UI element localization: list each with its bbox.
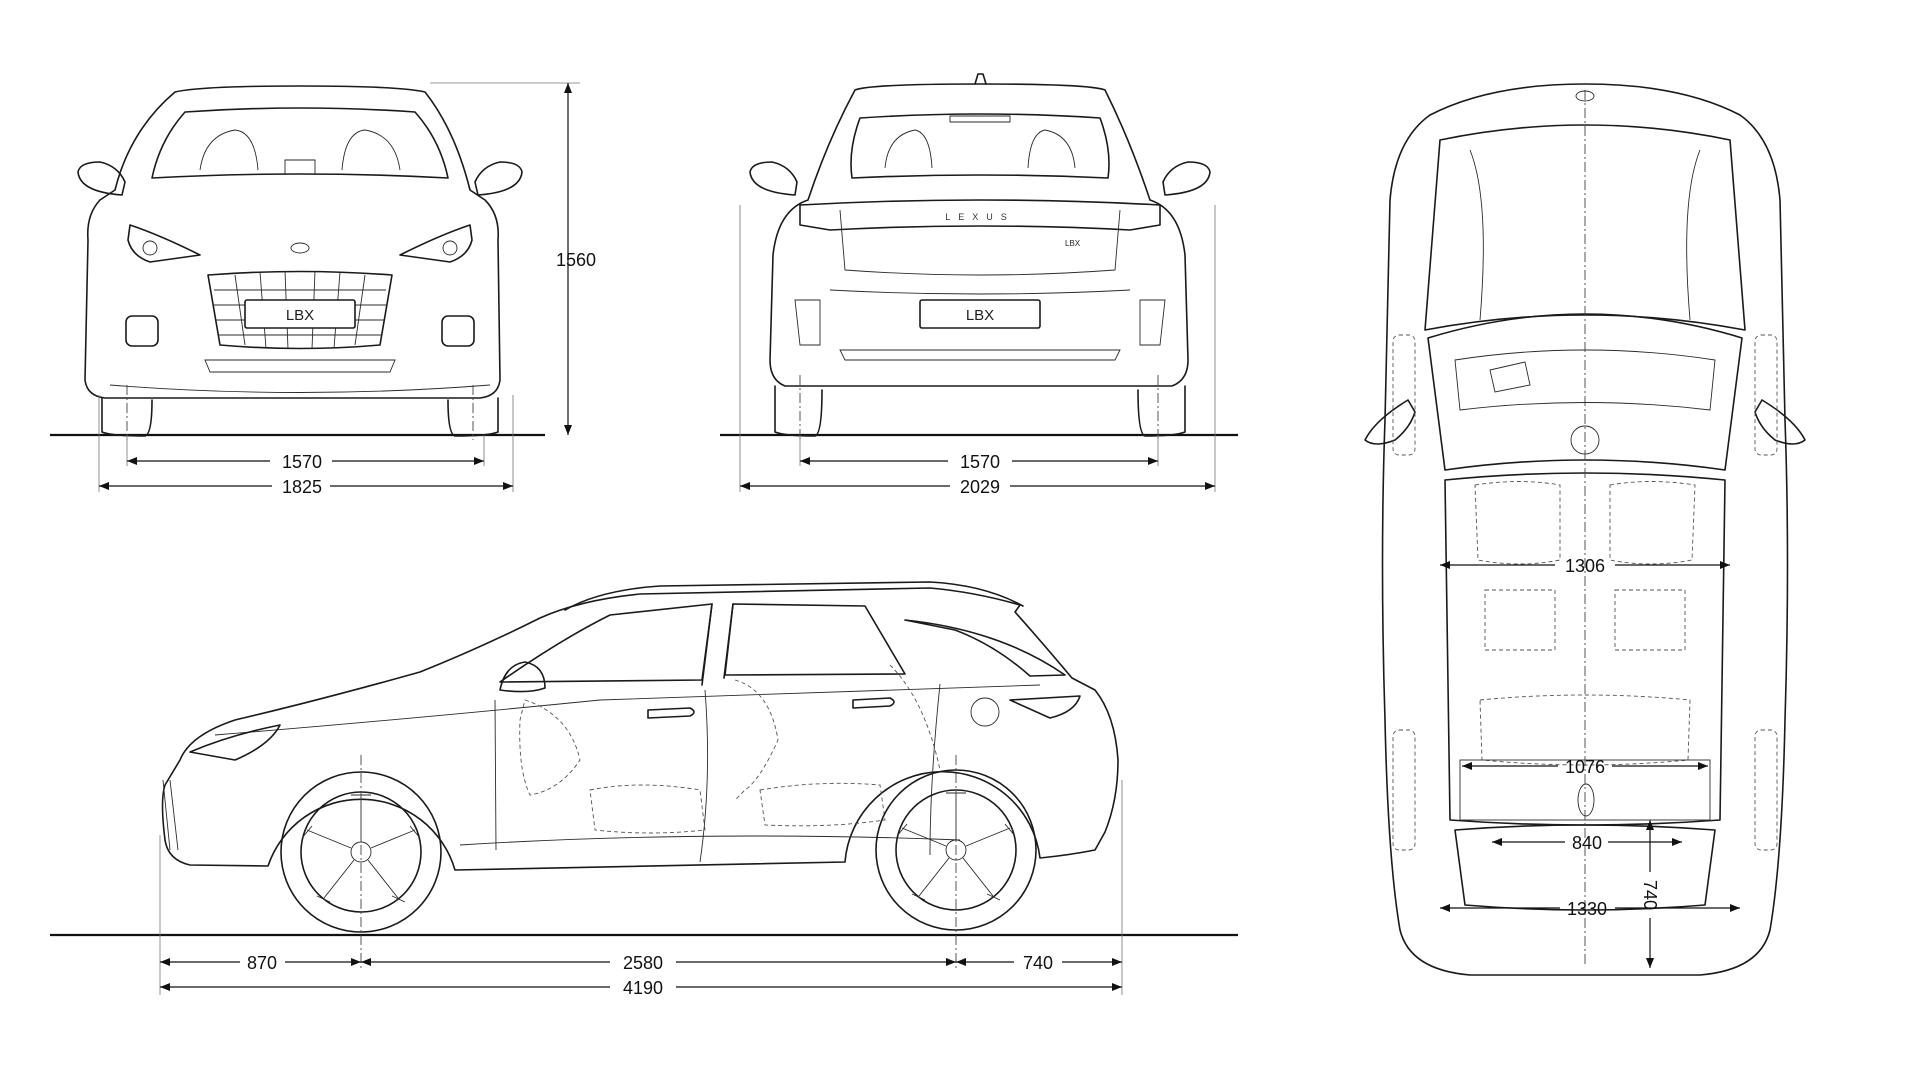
top-front-seat-left bbox=[1474, 481, 1561, 565]
rear-taillights bbox=[799, 199, 1161, 231]
rear-width-dim-top: 1330 bbox=[1567, 899, 1607, 919]
front-grille bbox=[207, 270, 393, 350]
front-track-dim: 1570 bbox=[282, 452, 322, 472]
rear-width-dim: 2029 bbox=[960, 477, 1000, 497]
front-right-mirror bbox=[474, 161, 523, 196]
rear-left-tyre bbox=[774, 385, 823, 437]
top-windshield bbox=[1427, 313, 1743, 471]
side-window-front bbox=[499, 603, 713, 683]
front-left-mirror bbox=[77, 161, 126, 196]
front-right-tyre bbox=[447, 397, 499, 437]
front-height-dim: 1560 bbox=[556, 250, 596, 270]
front-right-headlight bbox=[399, 224, 473, 263]
luggage-width-dim: 840 bbox=[1572, 833, 1602, 853]
top-left-mirror bbox=[1364, 399, 1416, 445]
top-right-mirror bbox=[1754, 399, 1806, 445]
side-window-rear bbox=[724, 603, 906, 676]
rear-plate bbox=[919, 299, 1041, 329]
front-width-dim: 1825 bbox=[282, 477, 322, 497]
side-mirror bbox=[499, 661, 546, 693]
rear-seat-hidden bbox=[734, 679, 779, 801]
rear-brand-text: LEXUS bbox=[945, 212, 1015, 222]
rear-track-dim: 1570 bbox=[960, 452, 1000, 472]
front-shoulder-dim: 1306 bbox=[1565, 556, 1605, 576]
side-taillight bbox=[1009, 695, 1081, 719]
rear-overhang-dim: 740 bbox=[1023, 953, 1053, 973]
top-view: 1306 1076 840 1330 740 bbox=[1364, 83, 1806, 976]
top-hood bbox=[1424, 124, 1746, 331]
front-plate-text: LBX bbox=[286, 307, 314, 324]
front-left-tyre bbox=[101, 397, 153, 437]
top-body-outline bbox=[1381, 83, 1789, 976]
side-view: 870 2580 740 4190 bbox=[50, 581, 1238, 998]
rear-shoulder-dim: 1076 bbox=[1565, 757, 1605, 777]
top-front-seat-right bbox=[1609, 481, 1696, 565]
top-roof bbox=[1444, 472, 1726, 826]
front-plate bbox=[244, 299, 356, 329]
wheelbase-dim: 2580 bbox=[623, 953, 663, 973]
front-left-headlight bbox=[127, 224, 201, 263]
rear-plate-text: LBX bbox=[966, 307, 994, 324]
front-windshield bbox=[151, 107, 449, 179]
side-body-outline bbox=[161, 587, 1119, 871]
front-body-outline bbox=[84, 85, 501, 399]
front-overhang-dim: 870 bbox=[247, 953, 277, 973]
rear-right-tyre bbox=[1137, 385, 1186, 437]
rear-right-mirror bbox=[1162, 161, 1211, 196]
rear-view: LEXUS LBX LBX 1570 2029 bbox=[720, 73, 1238, 497]
top-rear-window bbox=[1454, 824, 1716, 911]
front-door-handle bbox=[647, 707, 695, 719]
driver-seat-hidden bbox=[519, 699, 581, 796]
rear-left-mirror bbox=[749, 161, 798, 196]
luggage-depth-dim: 740 bbox=[1640, 880, 1660, 910]
overall-length-dim: 4190 bbox=[623, 978, 663, 998]
front-left-fog bbox=[125, 315, 159, 347]
rear-door-handle bbox=[852, 697, 895, 709]
front-view: LBX 1560 1570 1825 bbox=[50, 82, 596, 497]
side-headlight bbox=[189, 724, 281, 761]
rear-badge-text: LBX bbox=[1065, 239, 1081, 248]
front-right-fog bbox=[441, 315, 475, 347]
rear-window bbox=[850, 113, 1110, 179]
rear-body-outline bbox=[769, 83, 1189, 387]
top-rear-seat bbox=[1479, 694, 1691, 766]
